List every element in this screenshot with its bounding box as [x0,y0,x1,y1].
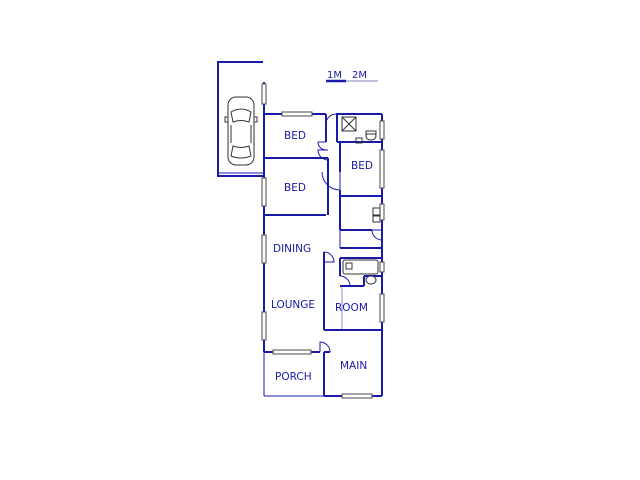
room-label-dining: DINING [273,243,311,255]
room-label-bed-2: BED [284,182,306,194]
room-label-lounge: LOUNGE [271,299,315,311]
sink-icon [355,137,363,144]
bath-icon [342,259,379,275]
room-label-bed-3: BED [351,160,373,172]
room-label-porch: PORCH [275,371,312,383]
carport [217,61,263,177]
exterior-walls [263,82,383,397]
toilet-icon [365,130,377,141]
room-label-main: MAIN [340,360,367,372]
doors [317,113,383,353]
scale-label-1m: 1M [327,70,342,81]
toilet-icon [365,275,377,285]
shower-icon [341,116,357,132]
sink-icon [372,207,381,223]
interior-walls [264,114,382,396]
room-label-bed-1: BED [284,130,306,142]
room-label-room: ROOM [335,302,368,314]
windows [261,83,385,399]
scale-label-2m: 2M [352,70,367,81]
scale-bar: 1M 2M [326,70,378,83]
car-icon [224,96,258,166]
